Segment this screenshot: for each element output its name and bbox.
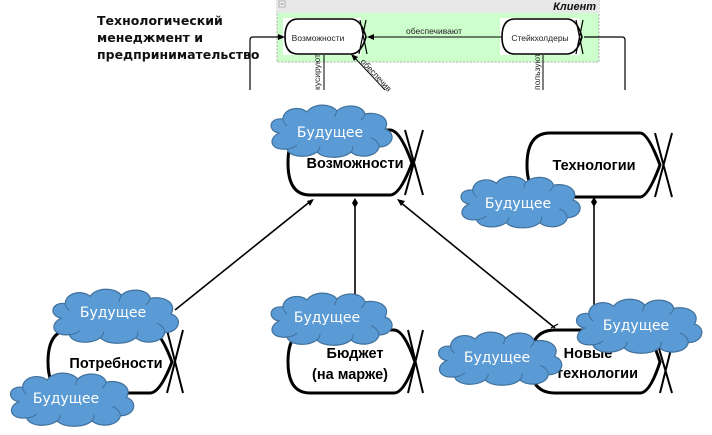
x-mark-icon	[166, 329, 184, 394]
cloud-future-label: Будущее	[33, 391, 99, 407]
edge-opportunities-needs	[174, 199, 313, 311]
x-mark-icon	[407, 329, 424, 394]
edge-focus-label: кусируют	[312, 54, 322, 90]
node-budget[interactable]: Бюджет (на марже)	[286, 328, 424, 395]
diamond-icon	[397, 199, 405, 206]
heading-line-2: менеджмент и	[97, 30, 203, 45]
cloud-future-label: Будущее	[297, 125, 363, 141]
node-technologies[interactable]: Технологии	[525, 131, 673, 199]
cloud-future: Будущее	[52, 288, 180, 344]
inset-node-opportunities-label: Возможности	[292, 33, 345, 43]
inset-diagram: Клиент Возможности Стейкхолдеры обеспечи…	[249, 0, 626, 94]
edge-left-incoming	[249, 36, 280, 90]
cloud-future-label: Будущее	[294, 310, 360, 326]
diamond-icon	[591, 197, 597, 207]
heading: Технологический менеджмент и предпринима…	[97, 13, 260, 62]
cloud-future: Будущее	[460, 175, 581, 229]
cloud-future: Будущее	[575, 298, 703, 354]
client-frame-title: Клиент	[553, 1, 596, 13]
heading-line-3: предпринимательство	[97, 47, 260, 62]
node-technologies-label: Технологии	[552, 158, 635, 174]
edge-provide-label: обеспечивают	[406, 26, 462, 36]
cloud-future: Будущее	[270, 104, 393, 158]
heading-line-1: Технологический	[97, 13, 223, 28]
cloud-future-label: Будущее	[464, 350, 530, 366]
cloud-future-label: Будущее	[603, 318, 669, 334]
cloud-future: Будущее	[9, 372, 135, 427]
diamond-icon	[307, 199, 314, 206]
arrowhead-icon	[367, 34, 374, 40]
node-opportunities-label: Возможности	[307, 156, 404, 172]
node-needs-label: Потребности	[69, 356, 162, 372]
cloud-future-label: Будущее	[80, 305, 146, 321]
cloud-future-label: Будущее	[485, 196, 551, 212]
node-budget-label-line2: (на марже)	[312, 367, 388, 383]
edge-provide-diagonal	[353, 56, 386, 91]
diamond-icon	[352, 198, 358, 208]
node-new-technologies-label-line2: технологии	[556, 366, 638, 382]
inset-node-stakeholders-label: Стейкхолдеры	[511, 33, 568, 43]
x-mark-icon	[404, 129, 424, 196]
edge-right-outgoing	[584, 36, 626, 90]
minus-box-icon[interactable]	[278, 0, 286, 8]
x-mark-icon	[654, 132, 673, 198]
edge-opportunities-newtech	[399, 201, 556, 329]
edge-use-label: пользуют	[532, 53, 542, 90]
node-budget-label-line1: Бюджет	[327, 346, 384, 362]
client-frame-header	[277, 0, 599, 13]
arrowhead-icon	[351, 54, 358, 61]
cloud-future: Будущее	[270, 292, 393, 346]
arrow-tick-icon	[550, 323, 559, 329]
arrowhead-icon	[278, 34, 285, 40]
connectors	[174, 197, 597, 329]
cloud-future: Будущее	[437, 331, 563, 386]
